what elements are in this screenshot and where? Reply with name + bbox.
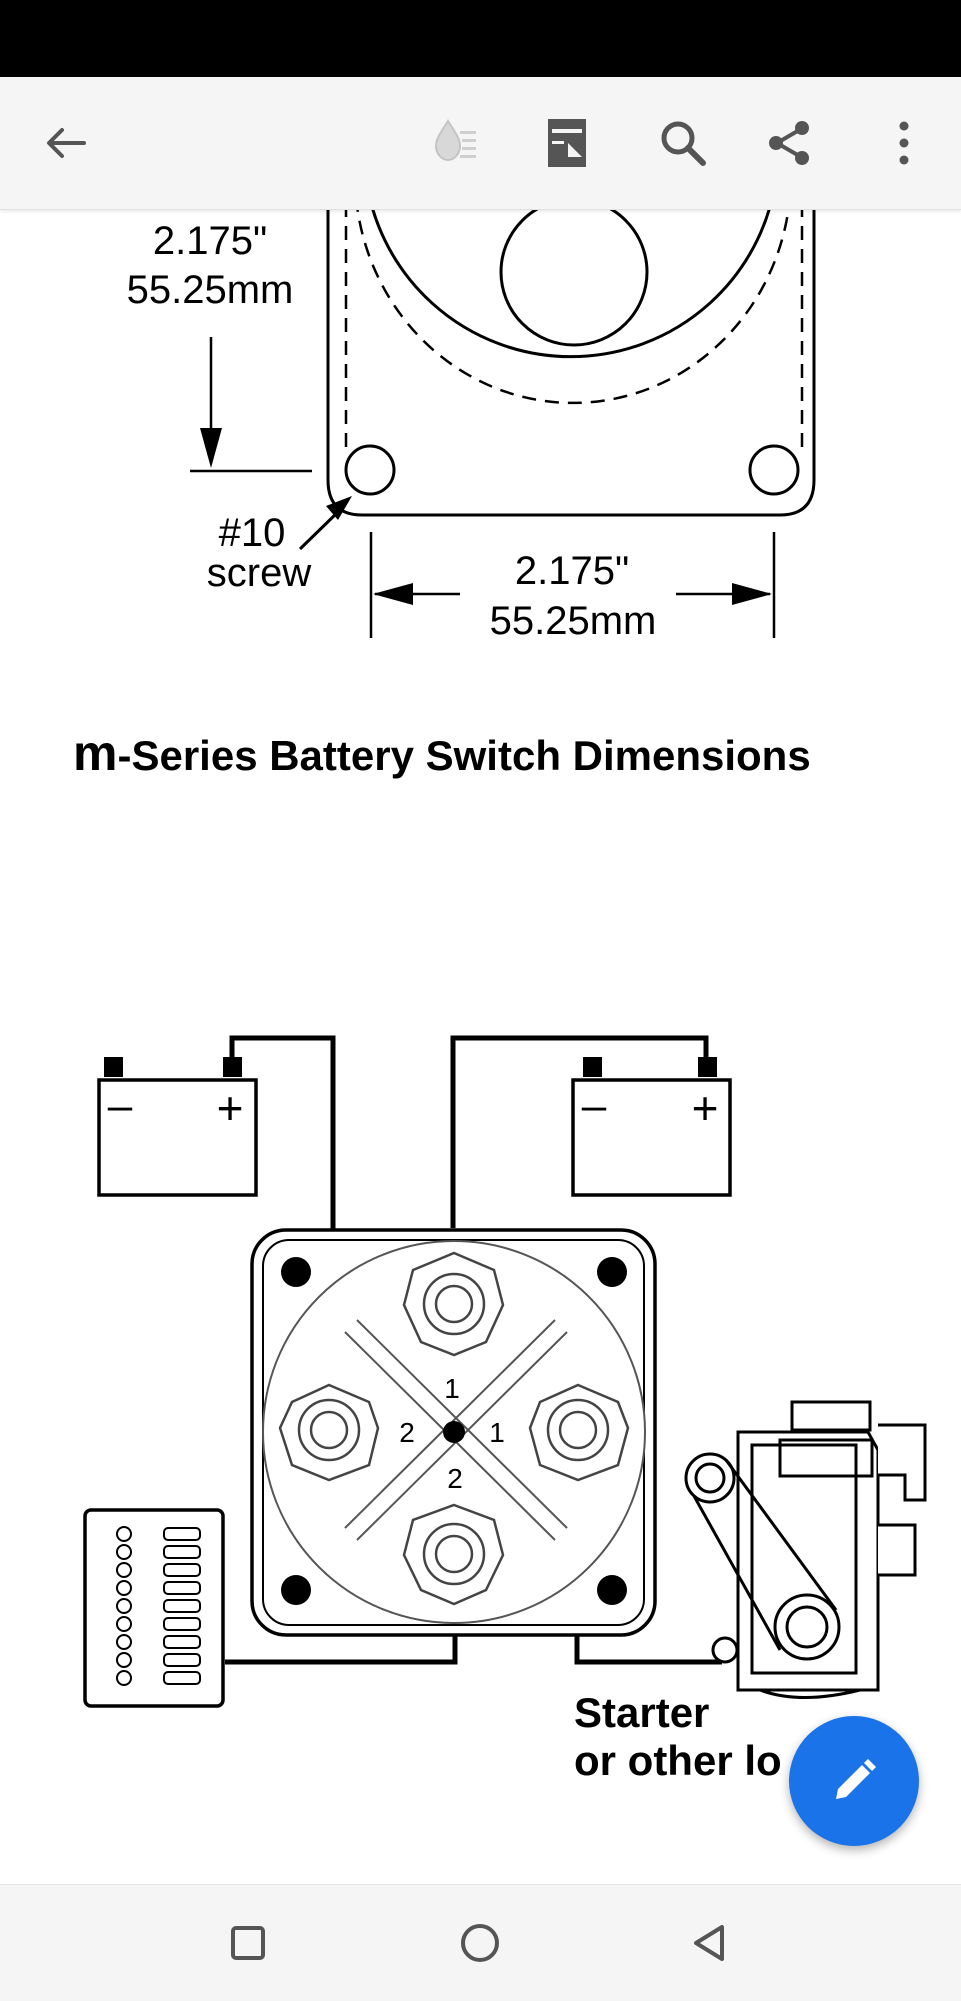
back-arrow-icon [47, 128, 86, 158]
switch-position-2-left: 2 [399, 1417, 415, 1448]
load-label-line-2: or other lo [574, 1737, 782, 1784]
battery-right-plus: + [692, 1082, 719, 1134]
more-vert-icon [899, 121, 909, 165]
share-button[interactable] [749, 103, 829, 183]
system-back-button[interactable] [670, 1903, 750, 1983]
battery-left-minus: – [108, 1081, 133, 1130]
back-triangle-icon [694, 1925, 724, 1961]
starter-motor [684, 1400, 927, 1699]
switch-outline-drawing [190, 209, 816, 638]
system-navigation-bar [0, 1884, 961, 2001]
battery-right-minus: – [582, 1081, 607, 1130]
back-button[interactable] [25, 103, 105, 183]
home-circle-icon [461, 1924, 499, 1962]
dimension-horizontal-inches: 2.175" [515, 549, 629, 593]
load-label-line-1: Starter [574, 1689, 709, 1736]
share-icon [769, 121, 809, 165]
distribution-panel [83, 1508, 225, 1708]
document-page: 2.175" 55.25mm #10 screw 2.175" 55.25mm … [0, 209, 961, 1884]
reading-mode-icon [548, 119, 586, 167]
more-options-button[interactable] [864, 103, 944, 183]
dimension-horizontal-mm: 55.25mm [490, 599, 657, 643]
battery-left-plus: + [217, 1082, 244, 1134]
wiring-diagram: 2.175" 55.25mm #10 screw 2.175" 55.25mm … [73, 209, 927, 1784]
search-button[interactable] [643, 103, 723, 183]
reading-mode-button[interactable] [527, 103, 607, 183]
battery-right [571, 1057, 732, 1197]
edit-fab-button[interactable] [789, 1716, 919, 1846]
caption-text: -Series Battery Switch Dimensions [117, 732, 810, 779]
app-bar [0, 77, 961, 210]
battery-left [97, 1057, 258, 1197]
caption-prefix: m [73, 725, 117, 781]
battery-switch [250, 1228, 657, 1637]
search-icon [661, 121, 706, 166]
recents-square-icon [231, 1926, 265, 1960]
dimension-vertical-inches: 2.175" [153, 219, 267, 263]
screw-label: screw [207, 551, 312, 595]
drop-list-button[interactable] [416, 103, 496, 183]
switch-position-2-bottom: 2 [447, 1463, 463, 1494]
recents-button[interactable] [208, 1903, 288, 1983]
figure-caption: m-Series Battery Switch Dimensions [73, 725, 811, 781]
home-button[interactable] [440, 1903, 520, 1983]
switch-position-1-right: 1 [489, 1417, 505, 1448]
status-bar [0, 0, 961, 77]
switch-position-1-top: 1 [444, 1373, 460, 1404]
screw-size-label: #10 [219, 511, 286, 555]
drop-list-icon [434, 119, 476, 162]
dimension-vertical-mm: 55.25mm [127, 268, 294, 312]
pencil-edit-icon [836, 1759, 876, 1799]
